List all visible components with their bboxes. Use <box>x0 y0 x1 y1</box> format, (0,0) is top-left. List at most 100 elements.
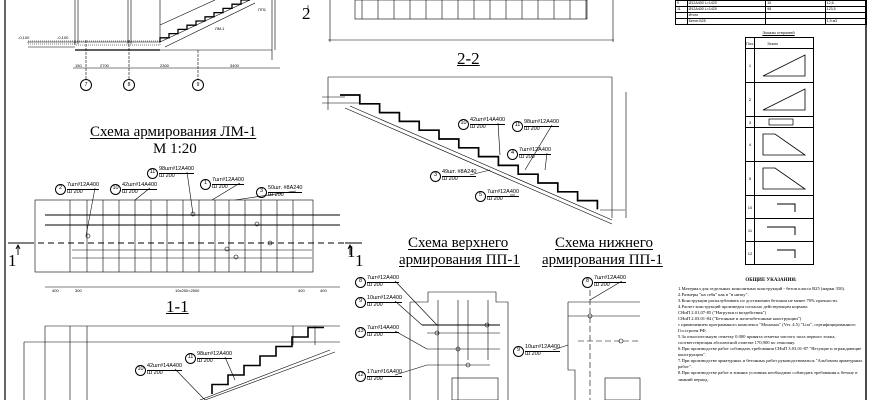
spec-table-cell <box>826 13 866 18</box>
pp1-bottom-view <box>567 290 641 400</box>
lm1-scale: М 1:20 <box>153 141 197 157</box>
position-number: 3 <box>430 170 441 182</box>
section-mark-left: 1 <box>8 251 17 270</box>
rebar-spec: 7шт#12A400 <box>594 275 627 283</box>
level-mark: -0,100 <box>57 35 69 40</box>
note-item: 1.Материал для отдельных монолитных конс… <box>678 285 846 291</box>
position-number: 4 <box>746 128 755 161</box>
rebar-spec: 17шт#16A400 <box>367 369 403 377</box>
stair-steps <box>211 326 324 394</box>
pp1-bottom-title-line1: Схема нижнего <box>555 235 653 251</box>
leader-line <box>211 182 241 201</box>
rebar-spec: 7шт#14A400 <box>367 325 400 333</box>
notes-heading: ОБЩИЕ УКАЗАНИЯ: <box>745 278 797 283</box>
note-item: 5.За относительную отметку 0.000 принята… <box>678 334 836 346</box>
rebar-spacing: Ш 200 <box>122 188 138 195</box>
spec-table-cell: 98 <box>766 7 826 12</box>
lm1-plan-view <box>8 199 362 288</box>
header-sketch: Эскиз <box>767 40 778 46</box>
rebar-spec: 50шт. #8A240 <box>268 185 303 193</box>
rebar-spec: 10шт#12A400 <box>367 295 403 303</box>
leader-line <box>85 187 96 237</box>
dim-label: 300 <box>75 288 82 293</box>
position-number: 8 <box>582 276 593 288</box>
axis-marker-8: 8 <box>123 79 135 91</box>
leader-line <box>469 169 491 176</box>
spec-table-cell: Бетон B25 <box>688 19 767 24</box>
position-number: 12 <box>355 370 366 382</box>
pp1-top-title-line2: армирования ПП-1 <box>399 252 520 268</box>
rebar-spec: 49шт. #8A240 <box>442 169 477 177</box>
rebar-spacing: Ш 200 <box>268 191 284 198</box>
leader-line <box>224 356 236 381</box>
rebar-spec: 98шт#12A400 <box>159 166 195 174</box>
element-mark: ПП1 <box>258 7 266 12</box>
rebar-spacing: Ш 200 <box>367 301 383 308</box>
rebar-spec: 7шт#12A400 <box>487 189 520 197</box>
note-item: СНиП 2.01.07-85 ("Нагрузки и воздействия… <box>678 309 766 315</box>
position-number: 9 <box>513 345 524 357</box>
section-mark-right: 1 <box>355 251 364 270</box>
bar-sketch <box>755 49 813 82</box>
note-item: 8.При производстве работ в зимних услови… <box>678 370 858 382</box>
rebar-spec: 42шт#14A400 <box>470 117 506 125</box>
note-item: 4.Расчет конструкций произведен согласно… <box>678 303 809 309</box>
note-item: 6.При производстве работ соблюдать требо… <box>678 346 862 358</box>
rebar-spec: 98шт#12A400 <box>197 351 233 359</box>
position-number: 13 <box>355 326 366 338</box>
leader-line <box>524 124 553 171</box>
position-number: 5 <box>746 162 755 195</box>
rebar-spacing: Ш 200 <box>67 188 83 195</box>
spec-table-cell: 12,6 <box>826 1 866 6</box>
bending-schedule-title: Эскизы стержней <box>762 30 795 35</box>
position-number: 5 <box>475 190 486 202</box>
position-number: 9 <box>355 296 366 308</box>
bending-schedule-row: 4 <box>746 127 813 161</box>
spec-table-cell <box>766 13 826 18</box>
bending-schedule-row: 12 <box>746 241 813 264</box>
dim-label: 3400 <box>230 63 239 68</box>
spec-table-cell: 123,5 <box>826 7 866 12</box>
rebar-spacing: Ш 200 <box>524 125 540 132</box>
dim-label: 400 <box>320 288 327 293</box>
spec-table-cell: 9 <box>676 1 688 6</box>
element-mark: ЛМ-1 <box>215 26 225 31</box>
bar-sketch <box>755 242 813 264</box>
section-1-1-label: 1-1 <box>166 297 189 316</box>
rebar-spacing: Ш 200 <box>367 281 383 288</box>
dim-label: 400 <box>52 288 59 293</box>
position-number: 3 <box>746 117 755 127</box>
note-item: с применением программного комплекса "Мо… <box>678 321 856 334</box>
dim-label: 2700 <box>100 63 109 68</box>
rebar-spec: 7шт#12A400 <box>367 275 400 283</box>
leader-line <box>394 300 423 326</box>
bar-sketch <box>755 128 813 161</box>
rebar-spacing: Ш 200 <box>159 172 175 179</box>
rebar-spacing: Ш 200 <box>212 183 228 190</box>
dim-label: 150 <box>75 63 82 68</box>
rebar-spec: 10шт#12A400 <box>525 344 561 352</box>
rebar-spacing: Ш 200 <box>367 375 383 382</box>
position-number: 11 <box>746 219 755 241</box>
level-mark: -0,100 <box>18 35 30 40</box>
bending-schedule-row: 11 <box>746 218 813 241</box>
position-number: 3 <box>256 186 267 198</box>
bending-schedule-header: Поз. Эскиз <box>746 38 813 48</box>
bar-sketch <box>755 219 813 241</box>
bar-sketch <box>755 196 813 218</box>
